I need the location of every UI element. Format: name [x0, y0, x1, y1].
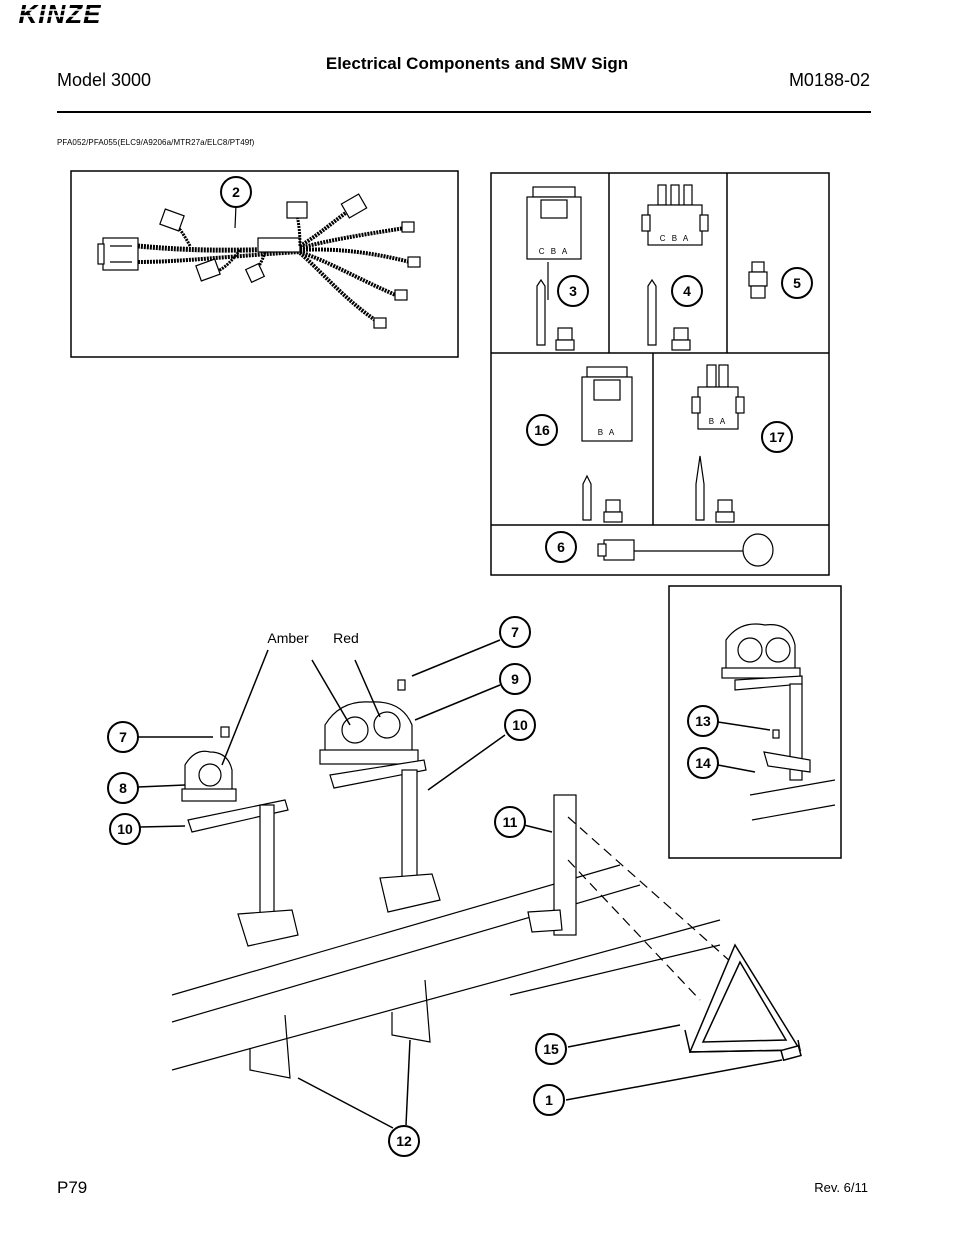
kinze-logo: KINZE	[4, 0, 116, 29]
connector-5	[748, 261, 768, 299]
connector-3-letters: C B A	[539, 247, 569, 256]
sensor-6	[597, 533, 774, 567]
leader-lines	[137, 639, 783, 1129]
callout-10b-text: 10	[117, 821, 133, 837]
callout-5-text: 5	[793, 275, 801, 291]
page-title: Electrical Components and SMV Sign	[325, 54, 629, 73]
callout-4-text: 4	[683, 283, 691, 299]
inset-panel	[668, 585, 842, 859]
callout-3-text: 3	[569, 283, 577, 299]
connector-16-letters: B A	[598, 428, 616, 437]
toolbar-beam	[171, 864, 721, 1079]
header-rule	[57, 111, 871, 113]
inset-bracket	[721, 623, 836, 821]
callout-1-text: 1	[545, 1092, 553, 1108]
callout-15-text: 15	[543, 1041, 559, 1057]
connector-4	[641, 184, 709, 351]
connector-grid	[490, 172, 830, 576]
callout-13-text: 13	[695, 713, 711, 729]
revision-label: Rev. 6/11	[814, 1180, 868, 1195]
model-label: Model 3000	[57, 70, 152, 90]
red-amber-light-bracket	[319, 679, 441, 913]
callout-circles	[107, 176, 813, 1157]
wiring-harness	[97, 193, 421, 329]
document-number: M0188-02	[788, 70, 870, 90]
smv-mount	[527, 794, 741, 1001]
connector-3	[526, 186, 582, 351]
connector-4-letters: C B A	[660, 234, 690, 243]
figure-reference: PFA052/PFA055(ELC9/A9206a/MTR27a/ELC8/PT…	[57, 138, 255, 147]
callout-17-text: 17	[769, 429, 785, 445]
callout-7b-text: 7	[119, 729, 127, 745]
harness-panel	[70, 170, 459, 358]
callout-12-text: 12	[396, 1133, 412, 1149]
smv-sign	[684, 943, 802, 1062]
callout-16-text: 16	[534, 422, 550, 438]
amber-light-bracket	[181, 726, 299, 947]
callout-14-text: 14	[695, 755, 711, 771]
connector-17-letters: B A	[709, 417, 727, 426]
brand-wordmark: KINZE	[19, 0, 102, 28]
connector-16	[581, 366, 633, 523]
connector-17	[691, 364, 745, 523]
page-number: P79	[57, 1178, 88, 1197]
callout-6-text: 6	[557, 539, 565, 555]
amber-label: Amber	[267, 630, 309, 646]
callout-11-text: 11	[503, 814, 518, 830]
callout-2-text: 2	[232, 184, 240, 200]
callout-7a-text: 7	[511, 624, 519, 640]
red-label: Red	[333, 630, 359, 646]
callout-9-text: 9	[511, 671, 519, 687]
callout-10a-text: 10	[512, 717, 528, 733]
callout-8-text: 8	[119, 780, 127, 796]
